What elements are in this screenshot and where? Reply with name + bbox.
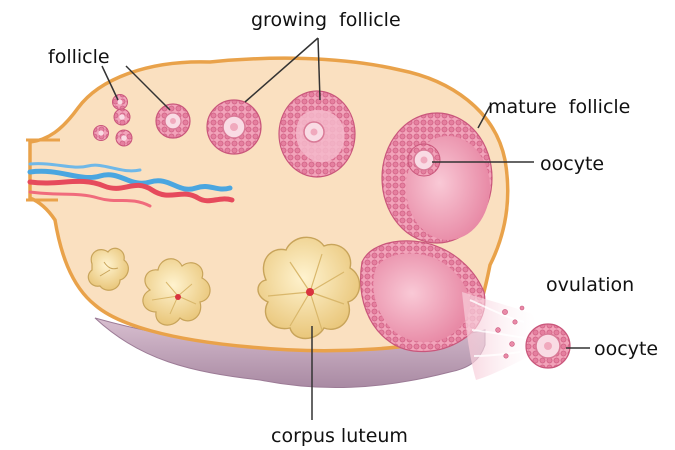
label-follicle: follicle xyxy=(48,46,110,68)
corpus-luteum-large xyxy=(258,237,360,338)
label-growing-follicle: growing follicle xyxy=(251,9,401,31)
label-oocyte-top: oocyte xyxy=(540,153,604,175)
label-oocyte-bottom: oocyte xyxy=(594,338,658,360)
label-ovulation: ovulation xyxy=(546,274,634,296)
label-mature-follicle: mature follicle xyxy=(488,96,630,118)
released-oocyte xyxy=(526,324,570,368)
mature-follicle xyxy=(382,113,492,243)
label-corpus-luteum: corpus luteum xyxy=(271,425,408,447)
growing-follicle-1 xyxy=(207,100,261,154)
growing-follicle-2 xyxy=(279,91,355,177)
follicle-small xyxy=(156,104,190,138)
ovulation-release xyxy=(462,292,538,380)
